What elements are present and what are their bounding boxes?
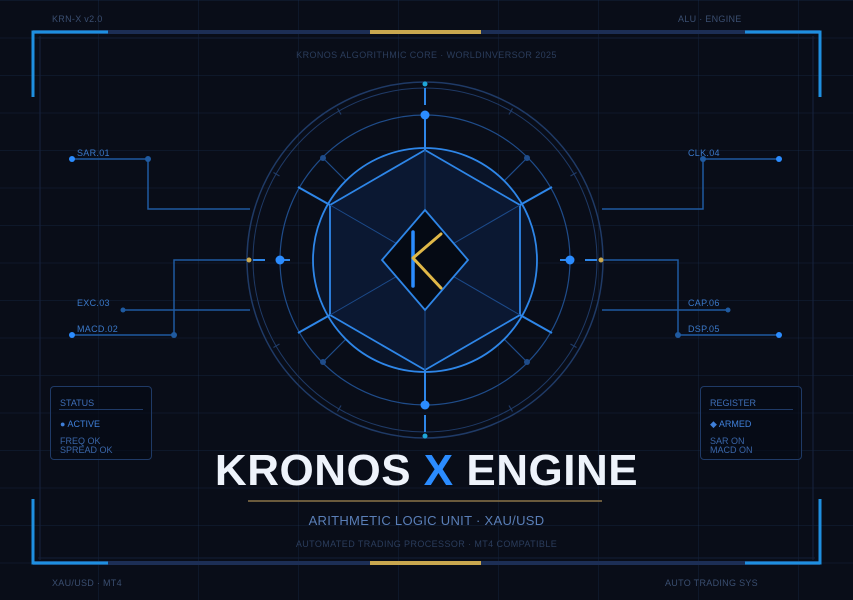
status-panel: STATUS ● ACTIVE FREQ OK SPREAD OK — [50, 386, 152, 460]
status-panel-title: STATUS — [60, 398, 95, 408]
status-panel-divider — [59, 409, 143, 410]
brand-tagline: AUTOMATED TRADING PROCESSOR · MT4 COMPAT… — [295, 539, 558, 549]
node-label-macd: MACD.02 — [77, 324, 119, 334]
status-line-freq: FREQ OK — [60, 436, 101, 446]
node-label-dsp: DSP.05 — [688, 324, 720, 334]
node-label-cap: CAP.06 — [688, 298, 720, 308]
register-line-macd: MACD ON — [710, 445, 753, 455]
header-subtitle: KRONOS ALGORITHMIC CORE · WORLDINVERSOR … — [296, 50, 557, 60]
brand-title-accent: X — [423, 446, 454, 495]
brand-title: KRONOS X ENGINE — [0, 446, 853, 496]
corner-label-bottom-left: XAU/USD · MT4 — [52, 578, 122, 588]
corner-label-bottom-right: AUTO TRADING SYS — [665, 578, 758, 588]
brand-title-part1: KRONOS — [214, 446, 412, 495]
register-panel-title: REGISTER — [710, 398, 757, 408]
register-armed-indicator: ◆ ARMED — [710, 419, 752, 429]
node-label-sar: SAR.01 — [77, 148, 110, 158]
corner-label-top-right: ALU · ENGINE — [678, 14, 742, 24]
brand-subtitle: ARITHMETIC LOGIC UNIT · XAU/USD — [308, 513, 545, 528]
register-panel-divider — [709, 409, 793, 410]
node-label-exc: EXC.03 — [77, 298, 110, 308]
register-line-sar: SAR ON — [710, 436, 745, 446]
node-label-clk: CLK.04 — [688, 148, 720, 158]
status-active-indicator: ● ACTIVE — [60, 419, 100, 429]
status-line-spread: SPREAD OK — [60, 445, 113, 455]
brand-title-part2: ENGINE — [466, 446, 639, 495]
corner-label-top-left: KRN-X v2.0 — [52, 14, 103, 24]
register-panel: REGISTER ◆ ARMED SAR ON MACD ON — [700, 386, 802, 460]
